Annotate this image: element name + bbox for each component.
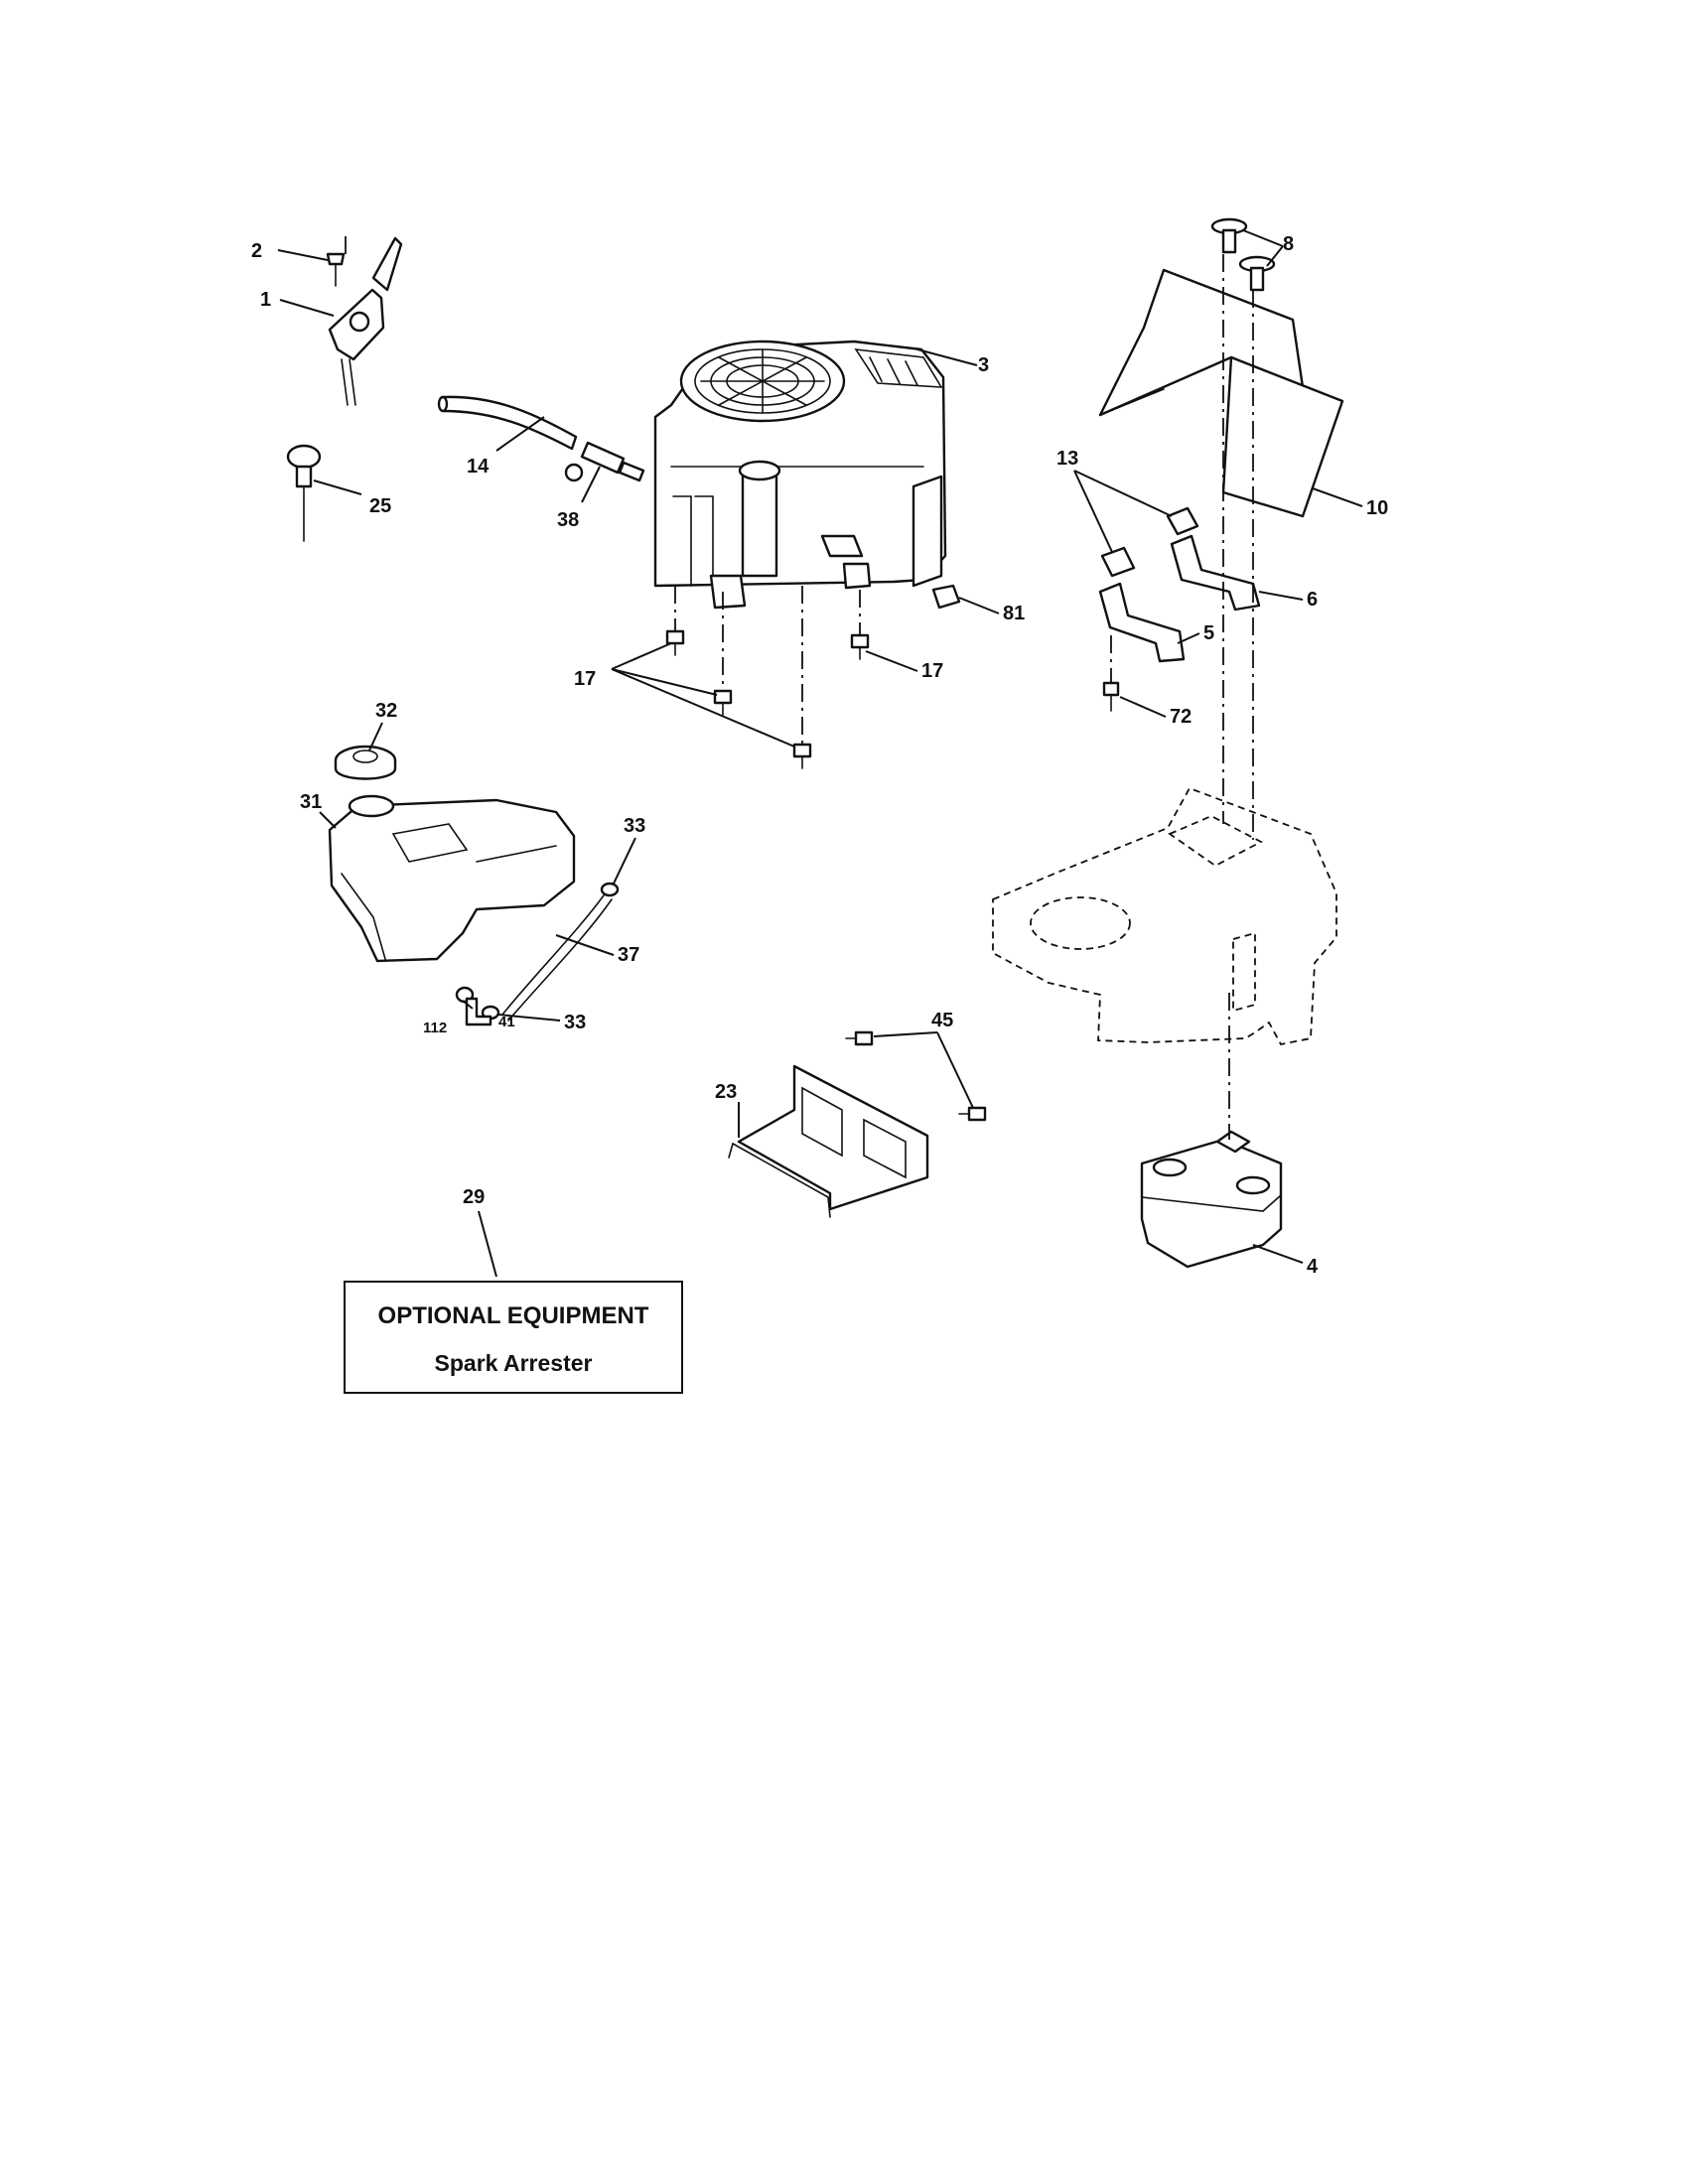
fuel-tank-part <box>328 794 576 963</box>
callout-45: 45 <box>931 1010 953 1031</box>
frame-phantom <box>992 786 1337 1046</box>
callout-labels: 2 1 3 14 38 25 81 17 17 8 10 13 6 5 72 3… <box>251 233 1388 1278</box>
fitting-38-part <box>564 441 645 482</box>
callout-17-left: 17 <box>574 668 596 690</box>
callout-33-bottom: 33 <box>564 1012 586 1033</box>
callout-5: 5 <box>1203 622 1214 644</box>
callout-25: 25 <box>369 495 391 517</box>
gasket-13-part <box>1100 506 1199 578</box>
engine-part <box>653 340 947 610</box>
callout-23: 23 <box>715 1081 737 1103</box>
callout-17-right: 17 <box>921 660 943 682</box>
throttle-control-part <box>328 236 403 406</box>
callout-81: 81 <box>1003 603 1025 624</box>
callout-10: 10 <box>1366 497 1388 519</box>
fuel-line-part <box>501 894 613 1022</box>
exhaust-pipe-5-part <box>1098 582 1186 663</box>
callout-112: 112 <box>423 1020 447 1036</box>
callout-72: 72 <box>1170 706 1192 728</box>
fuel-hose-part <box>437 395 578 451</box>
exhaust-pipe-6-part <box>1170 534 1261 612</box>
bolt-17-part <box>665 629 870 769</box>
callout-1: 1 <box>260 289 271 311</box>
callout-8: 8 <box>1283 233 1294 255</box>
callout-13: 13 <box>1056 448 1078 470</box>
shield-10-part <box>1098 268 1344 518</box>
heat-shield-part <box>728 1064 929 1218</box>
callout-2: 2 <box>251 240 262 262</box>
bolt-45-part <box>845 1030 987 1122</box>
bolt-8-part <box>1210 217 1276 292</box>
elbow-41-part <box>465 997 492 1026</box>
callout-37: 37 <box>618 944 639 966</box>
screw-2-part <box>326 252 346 287</box>
callout-33-top: 33 <box>624 815 645 837</box>
callout-14: 14 <box>467 456 490 478</box>
callout-29: 29 <box>463 1186 485 1208</box>
fuel-cap-part <box>334 745 397 780</box>
callout-31: 31 <box>300 791 322 813</box>
callout-32: 32 <box>375 700 397 722</box>
callout-6: 6 <box>1307 589 1318 611</box>
callout-3: 3 <box>978 354 989 376</box>
fitting-81-part <box>931 584 961 610</box>
screw-72-part <box>1102 681 1120 712</box>
leader-lines <box>277 229 1363 1278</box>
callout-38: 38 <box>557 509 579 531</box>
optional-equipment-title: OPTIONAL EQUIPMENT <box>377 1302 649 1329</box>
muffler-part <box>1140 1130 1283 1269</box>
callout-4: 4 <box>1307 1256 1319 1278</box>
dipstick-part <box>286 444 322 542</box>
spark-arrester-label: Spark Arrester <box>434 1350 593 1376</box>
optional-equipment-box: OPTIONAL EQUIPMENT Spark Arrester <box>344 1281 683 1394</box>
callout-41: 41 <box>498 1014 515 1030</box>
